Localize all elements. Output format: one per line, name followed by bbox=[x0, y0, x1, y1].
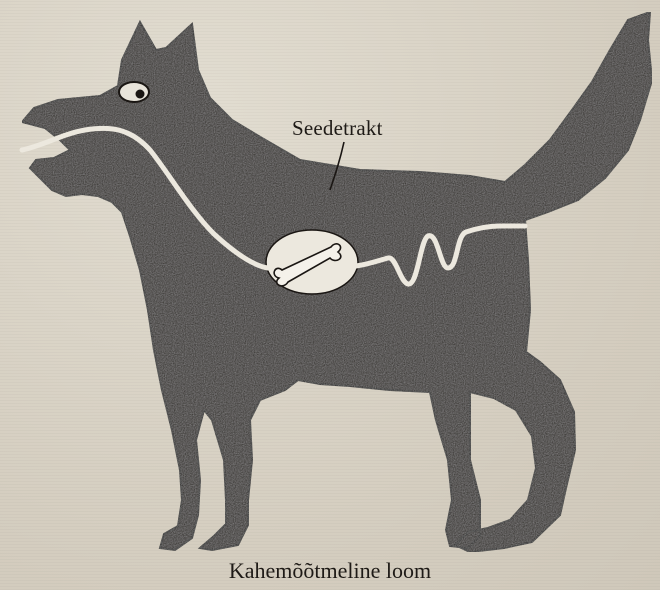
digestive-tract-label: Seedetrakt bbox=[292, 116, 383, 141]
figure-caption: Kahemõõtmeline loom bbox=[0, 558, 660, 584]
eye-icon bbox=[119, 82, 149, 102]
